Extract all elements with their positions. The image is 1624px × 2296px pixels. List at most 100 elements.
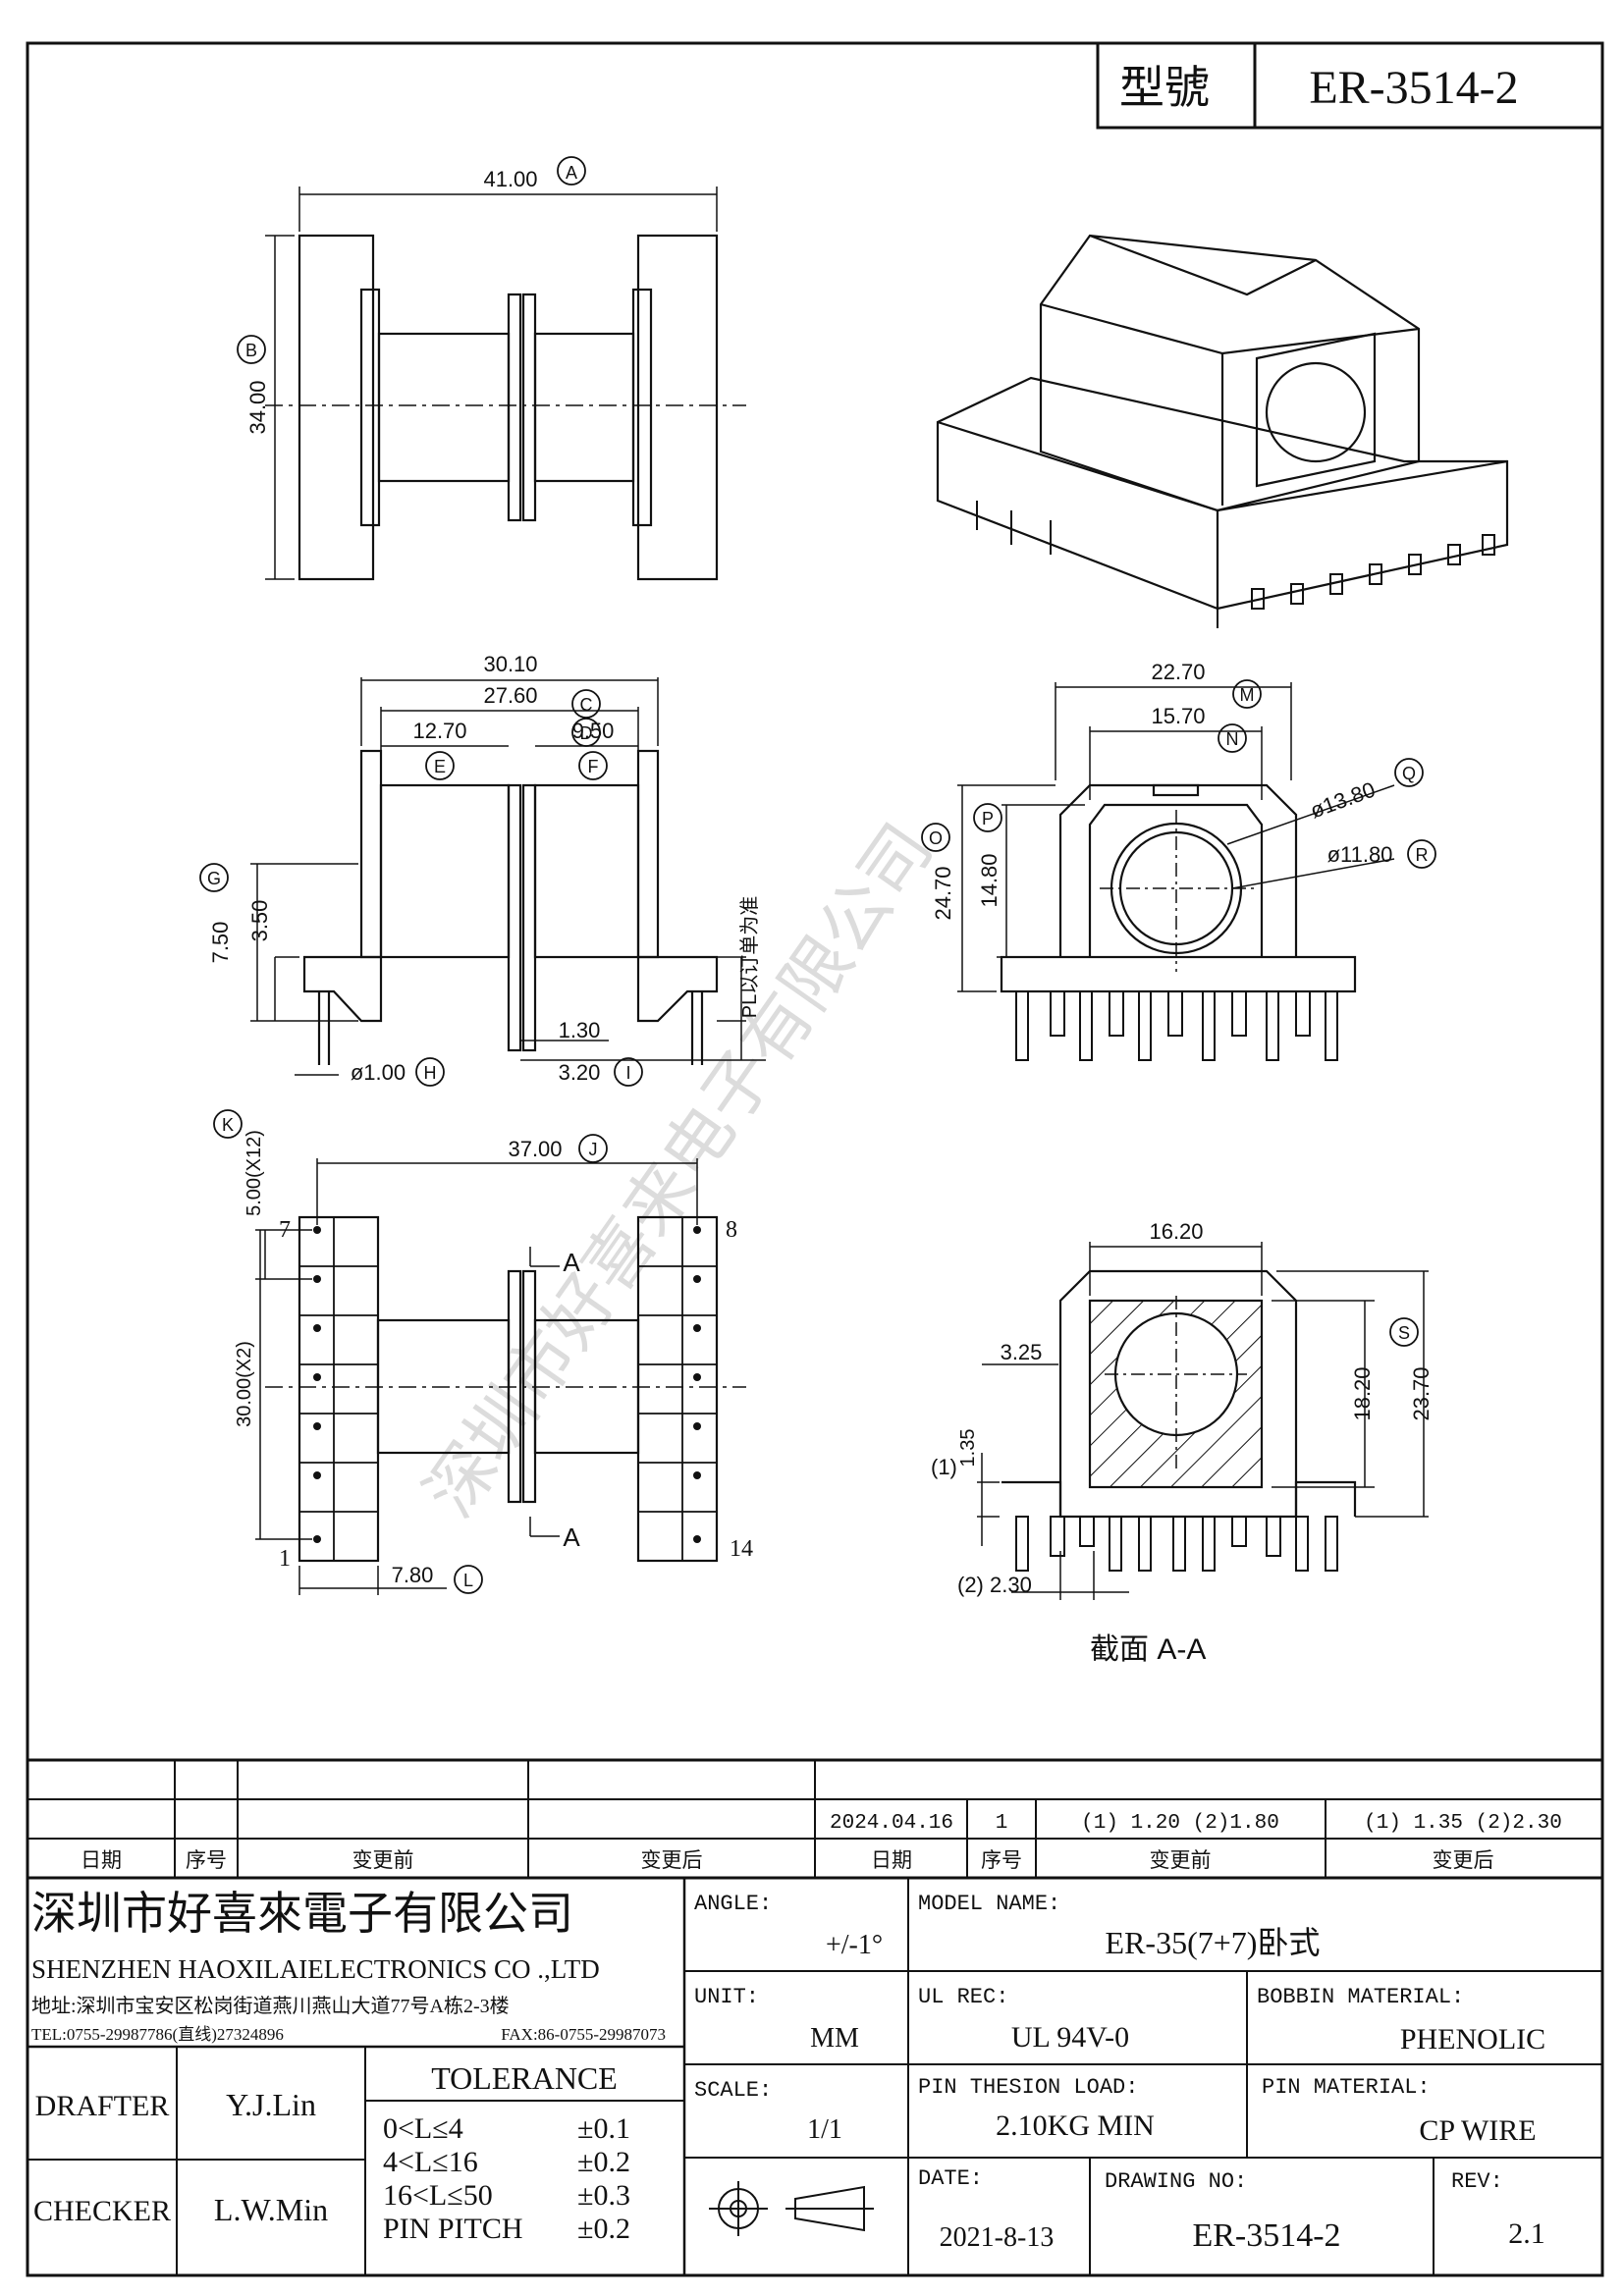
revision-table — [27, 1758, 1602, 1880]
side-view — [199, 677, 766, 1087]
bottom-view — [213, 1109, 746, 1595]
rev-before: (1) 1.20 (2)1.80 — [1081, 1812, 1279, 1835]
dim-o: 24.70 — [931, 866, 955, 920]
pin-material-value: CP WIRE — [1419, 2114, 1536, 2147]
checker-value: L.W.Min — [214, 2192, 328, 2227]
dim-i: 3.20 — [559, 1060, 601, 1085]
rev-value: 2.1 — [1508, 2217, 1545, 2250]
ref-j: J — [589, 1140, 598, 1159]
note-2: (2) 2.30 — [957, 1573, 1032, 1597]
date-label: DATE: — [918, 2166, 983, 2191]
rev-label: REV: — [1451, 2169, 1503, 2194]
model-name-value: ER-35(7+7)卧式 — [1106, 1925, 1321, 1960]
ul-rec-label: UL REC: — [918, 1985, 1008, 2009]
ul-rec-value: UL 94V-0 — [1011, 2021, 1129, 2054]
angle-label: ANGLE: — [694, 1892, 772, 1916]
scale-label: SCALE: — [694, 2078, 772, 2103]
dim-g2: 3.50 — [247, 900, 272, 942]
tolerance-range-3: 16<L≤50 — [383, 2179, 493, 2212]
pin-load-label: PIN THESION LOAD: — [918, 2075, 1138, 2100]
angle-value: +/-1° — [826, 1930, 883, 1960]
company-fax: FAX:86-0755-29987073 — [501, 2025, 666, 2044]
unit-label: UNIT: — [694, 1985, 759, 2009]
ref-p: P — [982, 809, 994, 828]
pin-load-value: 2.10KG MIN — [996, 2109, 1155, 2142]
projection-symbol-icon — [709, 2181, 874, 2236]
top-view — [237, 156, 746, 581]
company-tel: TEL:0755-29987786(直线)27324896 — [31, 2025, 284, 2044]
section-a-bottom: A — [563, 1522, 580, 1552]
drawing-no-value: ER-3514-2 — [1192, 2217, 1340, 2254]
dim-h: ø1.00 — [351, 1060, 406, 1085]
drafter-label: DRAFTER — [35, 2090, 170, 2122]
section-caption: 截面 A-A — [1090, 1633, 1206, 1666]
rev-header-after-1: 变更后 — [641, 1849, 703, 1872]
pin-8-label: 8 — [726, 1217, 737, 1243]
outer-frame — [26, 41, 1604, 2277]
rev-date: 2024.04.16 — [830, 1812, 953, 1835]
dim-pitch: 30.00(X2) — [234, 1341, 255, 1427]
end-view — [921, 679, 1436, 1061]
tolerance-value-3: ±0.3 — [577, 2179, 630, 2212]
bobbin-material-label: BOBBIN MATERIAL: — [1257, 1985, 1464, 2009]
dim-i1: 1.30 — [559, 1018, 601, 1042]
rev-after: (1) 1.35 (2)2.30 — [1364, 1812, 1562, 1835]
dim-135: 1.35 — [957, 1429, 979, 1468]
ref-n: N — [1226, 729, 1239, 749]
ref-m: M — [1240, 685, 1255, 705]
isometric-view — [936, 234, 1509, 628]
dim-p: 14.80 — [977, 853, 1001, 907]
ref-i: I — [625, 1063, 630, 1083]
ref-c: C — [580, 695, 593, 715]
model-number: ER-3514-2 — [1309, 62, 1518, 114]
ref-h: H — [424, 1063, 437, 1083]
dim-a: 41.00 — [483, 167, 537, 191]
dim-e: 12.70 — [412, 719, 466, 743]
section-a-top: A — [563, 1248, 580, 1277]
ref-d: D — [580, 723, 593, 743]
pl-note: PL以订单为准 — [738, 896, 761, 1018]
dim-c: 30.10 — [483, 652, 537, 676]
ref-o: O — [929, 828, 943, 848]
rev-header-seq-2: 序号 — [981, 1849, 1022, 1872]
model-header: 型號 ER-3514-2 — [1096, 41, 1604, 130]
dim-k: 5.00(X12) — [244, 1130, 265, 1216]
note-1: (1) — [931, 1455, 957, 1479]
ref-a: A — [566, 163, 577, 183]
rev-header-after-2: 变更后 — [1433, 1849, 1494, 1872]
dim-m: 22.70 — [1151, 660, 1205, 684]
dim-j: 37.00 — [508, 1137, 562, 1161]
ref-e: E — [434, 757, 446, 776]
dim-s1: 18.20 — [1350, 1366, 1375, 1420]
bobbin-material-value: PHENOLIC — [1400, 2023, 1545, 2056]
dim-g: 7.50 — [208, 922, 233, 964]
rev-header-before-1: 变更前 — [352, 1849, 414, 1872]
watermark: 深圳市好喜来电子有限公司 — [412, 812, 947, 1530]
dim-q: ø13.80 — [1307, 776, 1379, 823]
ref-f: F — [588, 757, 599, 776]
ref-b: B — [245, 341, 257, 360]
dim-d: 27.60 — [483, 683, 537, 708]
model-name-label: MODEL NAME: — [918, 1892, 1060, 1916]
tolerance-value-2: ±0.2 — [577, 2146, 630, 2178]
dim-325: 3.25 — [1001, 1340, 1043, 1364]
scale-value: 1/1 — [807, 2114, 842, 2145]
ref-q: Q — [1402, 764, 1416, 783]
model-label: 型號 — [1119, 63, 1210, 113]
pin-material-label: PIN MATERIAL: — [1262, 2075, 1431, 2100]
tolerance-range-4: PIN PITCH — [383, 2213, 523, 2245]
date-value: 2021-8-13 — [940, 2222, 1055, 2253]
ref-l: L — [463, 1571, 473, 1590]
dim-l: 7.80 — [392, 1563, 434, 1587]
drawing-no-label: DRAWING NO: — [1105, 2169, 1247, 2194]
ref-g: G — [207, 869, 221, 888]
rev-seq: 1 — [996, 1812, 1008, 1835]
rev-header-seq-1: 序号 — [186, 1849, 227, 1872]
dim-f: 9.50 — [572, 719, 615, 743]
dim-section-width: 16.20 — [1149, 1219, 1203, 1244]
section-view — [977, 1242, 1429, 1600]
tolerance-value-4: ±0.2 — [577, 2213, 630, 2245]
rev-header-before-2: 变更前 — [1150, 1849, 1212, 1872]
ref-k: K — [222, 1115, 234, 1135]
